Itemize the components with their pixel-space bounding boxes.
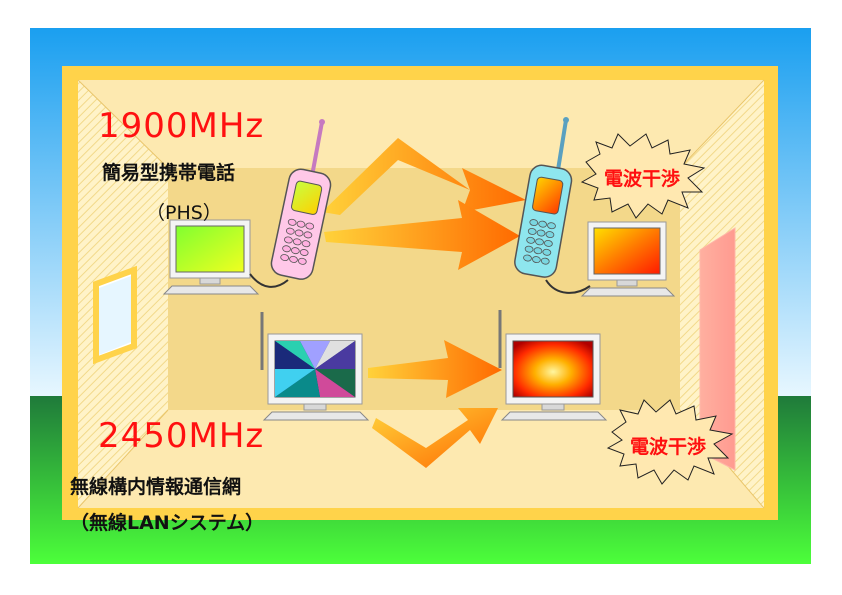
monitor-right-top xyxy=(580,221,676,297)
interference-label-top: 電波干渉 xyxy=(604,168,681,190)
phs-name-label: 簡易型携帯電話 xyxy=(102,162,236,184)
lan-abbr-label: （無線LANシステム） xyxy=(70,512,265,534)
phs-abbr-label: （PHS） xyxy=(146,202,222,224)
arrow-lan-lower xyxy=(372,408,498,468)
phone-pink xyxy=(249,119,332,288)
lan-name-label: 無線構内情報通信網 xyxy=(70,476,242,498)
interference-label-bottom: 電波干渉 xyxy=(630,436,707,458)
interference-burst-top xyxy=(580,133,706,219)
ceiling xyxy=(78,80,764,168)
door xyxy=(699,227,736,471)
arrow-phs-upper xyxy=(322,138,526,215)
arrow-phs-lower xyxy=(324,200,520,270)
lan-frequency-label: 2450MHz xyxy=(98,416,265,456)
arrow-lan-upper xyxy=(368,340,502,398)
phone-blue xyxy=(514,117,591,294)
phs-frequency-label: 1900MHz xyxy=(98,106,265,146)
monitor-left-top xyxy=(162,219,260,295)
monitor-lan-left xyxy=(260,312,370,421)
interference-burst-bottom xyxy=(606,399,734,485)
monitor-lan-right xyxy=(498,310,608,421)
